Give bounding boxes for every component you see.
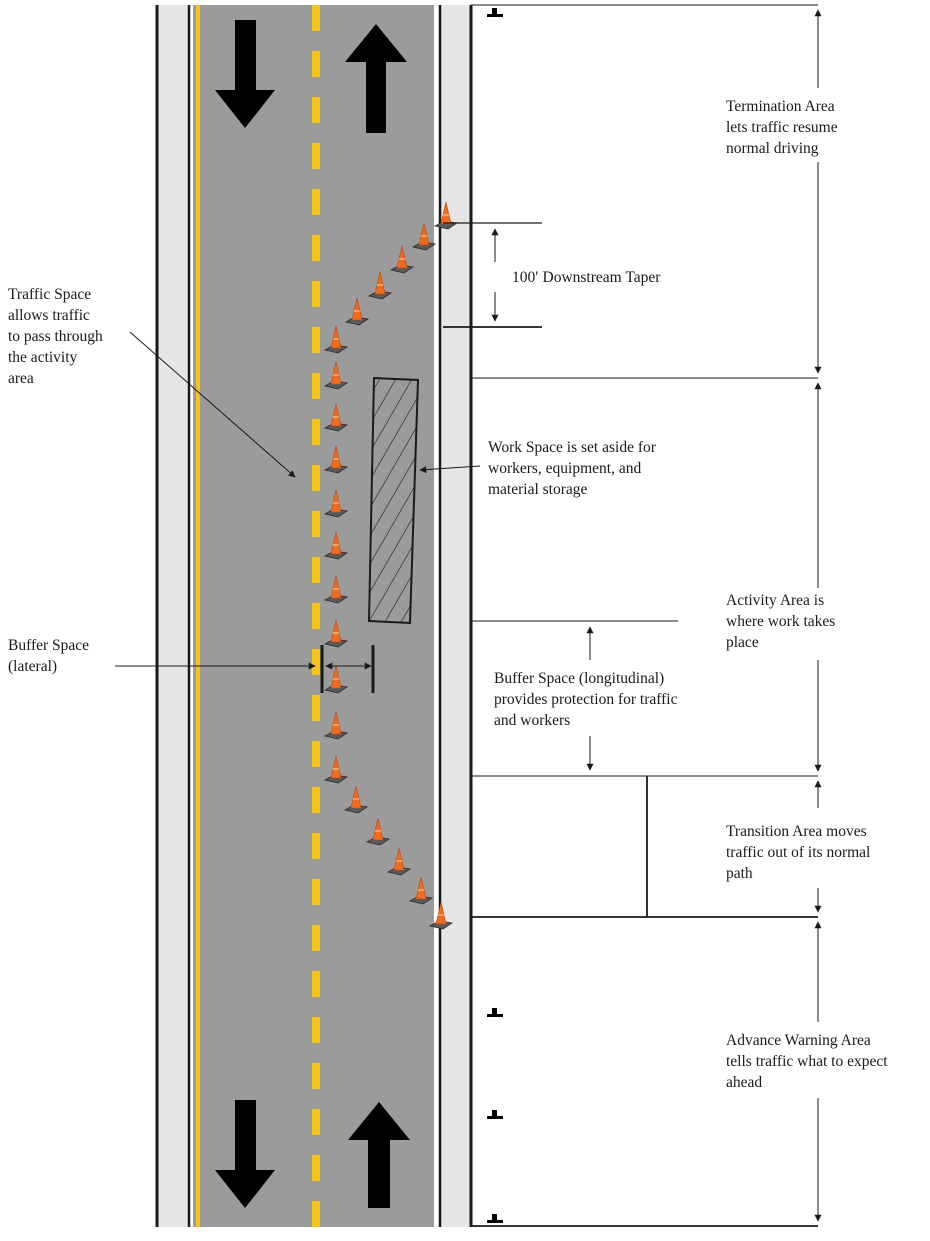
warning-sign-post-icon <box>487 1008 503 1017</box>
southbound-arrow-icon <box>215 20 275 128</box>
traffic-cone-icon <box>344 297 370 326</box>
traffic-cone-icon <box>323 755 349 784</box>
warning-sign-post-icon <box>487 1214 503 1223</box>
sign-posts <box>487 8 503 1223</box>
leader-lines <box>115 331 481 670</box>
traffic-cone-icon <box>323 575 349 604</box>
left-shoulder <box>158 5 188 1227</box>
downstream-taper-label: 100′ Downstream Taper <box>512 269 661 286</box>
traffic-cone-icon <box>428 901 454 930</box>
traffic-cone-icon <box>323 665 349 694</box>
traffic-cone-icon <box>343 785 369 814</box>
buffer-space-longitudinal-label: Buffer Space (longitudinal)provides prot… <box>494 670 678 729</box>
work-space-leader <box>419 465 481 474</box>
warning-sign-post-icon <box>487 1110 503 1119</box>
southbound-arrow-icon <box>215 1100 275 1208</box>
traffic-cone-icon <box>386 847 412 876</box>
road <box>155 5 473 1227</box>
traffic-cone-icon <box>323 531 349 560</box>
work-space-hatched-area <box>367 376 420 625</box>
northbound-arrow-icon <box>345 24 407 133</box>
traffic-cone-icon <box>323 325 349 354</box>
dimension-arrows <box>491 9 822 1222</box>
traffic-cone-icon <box>365 817 391 846</box>
traffic-cone-icon <box>323 361 349 390</box>
traffic-cone-icon <box>389 245 415 274</box>
traffic-cone-icon <box>367 271 393 300</box>
right-shoulder <box>440 5 470 1227</box>
buffer-space-lateral-label: Buffer Space(lateral) <box>8 637 90 675</box>
left-edge-gap <box>188 5 193 1227</box>
traffic-cone-icon <box>408 876 434 905</box>
traffic-cone-icon <box>323 489 349 518</box>
traffic-arrows <box>215 20 410 1208</box>
traffic-space-leader <box>129 331 296 478</box>
traffic-cone-icon <box>323 403 349 432</box>
zone-boundaries <box>443 4 818 1227</box>
traffic-cone-icon <box>323 711 349 740</box>
traffic-cone-icon <box>323 445 349 474</box>
traffic-cone-icon <box>411 222 437 251</box>
warning-sign-post-icon <box>487 8 503 17</box>
northbound-arrow-icon <box>348 1102 410 1208</box>
right-edge-gap <box>434 5 440 1227</box>
traffic-cones <box>323 201 459 930</box>
traffic-cone-icon <box>323 619 349 648</box>
